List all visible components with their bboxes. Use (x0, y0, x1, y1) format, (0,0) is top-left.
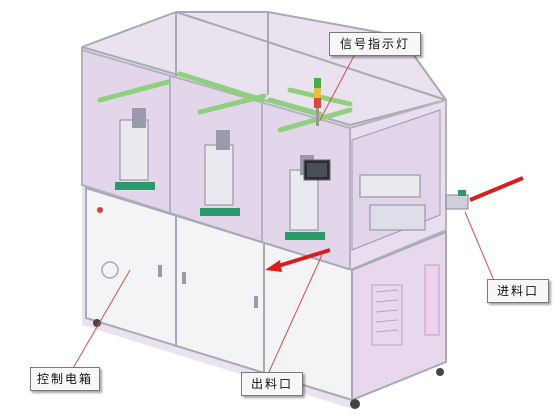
green-rails (97, 71, 353, 133)
outlet-label: 出料口 (241, 372, 303, 396)
signal-light-label: 信号指示灯 (329, 32, 421, 56)
casters (93, 319, 444, 409)
inlet-label: 进料口 (487, 279, 549, 303)
signal-light-tower (314, 78, 321, 126)
touch-screen (303, 159, 331, 181)
cabinet-side-panel (351, 230, 447, 402)
material-flow-arrows (265, 176, 524, 272)
feeder-unit (351, 109, 469, 251)
callout-lines (71, 53, 496, 375)
control-box-label: 控制电箱 (30, 367, 100, 391)
